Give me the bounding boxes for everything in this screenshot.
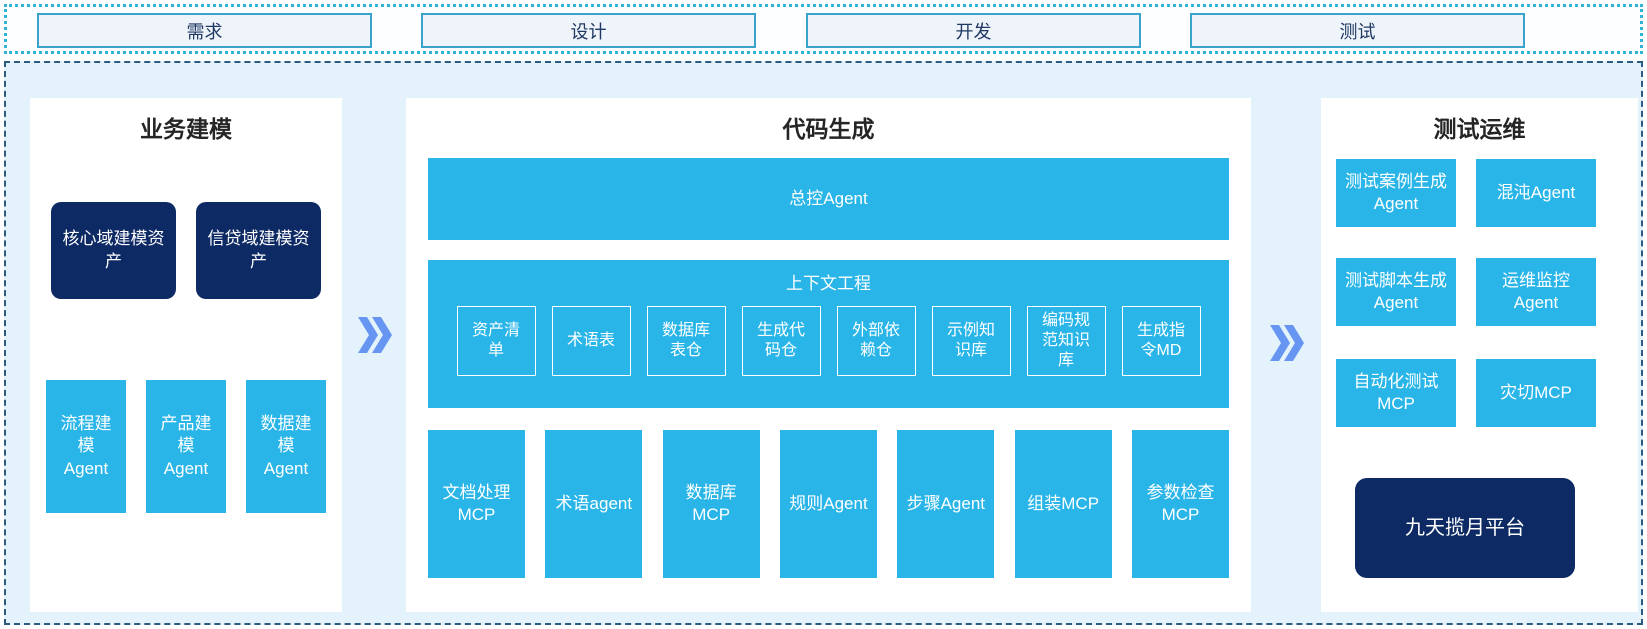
tool-terminology-agent: 术语agent <box>545 430 643 578</box>
ctx-item-glossary: 术语表 <box>551 306 631 376</box>
ctx-item-db-table-repo: 数据库表仓 <box>646 306 726 376</box>
asset-box-credit-domain: 信贷域建模资产 <box>196 202 321 299</box>
ctx-item-coding-standards: 编码规范知识库 <box>1026 306 1106 376</box>
testops-box-ops-monitoring-agent: 运维监控Agent <box>1476 258 1596 326</box>
context-engineering-items: 资产清单 术语表 数据库表仓 生成代码仓 外部依赖仓 示例知识库 编码规范知识库… <box>428 306 1229 376</box>
ctx-item-gen-instruction-md: 生成指令MD <box>1121 306 1201 376</box>
panel-test-ops: 测试运维 测试案例生成Agent 混沌Agent 测试脚本生成Agent 运维监… <box>1321 98 1638 612</box>
code-generation-title: 代码生成 <box>782 116 875 142</box>
tool-database-mcp: 数据库MCP <box>662 430 760 578</box>
agent-box-process-modeling: 流程建模Agent <box>46 380 126 513</box>
main-container: 业务建模 核心域建模资产 信贷域建模资产 流程建模Agent 产品建模Agent… <box>4 61 1643 625</box>
double-chevron-right-icon <box>1270 325 1304 361</box>
ctx-item-gen-code-repo: 生成代码仓 <box>741 306 821 376</box>
phase-design: 设计 <box>421 13 756 48</box>
business-modeling-title: 业务建模 <box>140 116 232 142</box>
phase-testing: 测试 <box>1190 13 1525 48</box>
ctx-item-ext-dependency: 外部依赖仓 <box>836 306 916 376</box>
agent-box-product-modeling: 产品建模Agent <box>146 380 226 513</box>
ctx-item-asset-list: 资产清单 <box>456 306 536 376</box>
ctx-item-example-kb: 示例知识库 <box>931 306 1011 376</box>
phase-requirements: 需求 <box>37 13 372 48</box>
testops-box-test-case-gen-agent: 测试案例生成Agent <box>1336 159 1456 227</box>
testops-box-auto-test-mcp: 自动化测试MCP <box>1336 359 1456 427</box>
panel-code-generation: 代码生成 总控Agent 上下文工程 资产清单 术语表 数据库表仓 生成代码仓 … <box>406 98 1251 612</box>
phase-development: 开发 <box>806 13 1141 48</box>
testops-box-chaos-agent: 混沌Agent <box>1476 159 1596 227</box>
testops-box-disaster-switch-mcp: 灾切MCP <box>1476 359 1596 427</box>
context-engineering-box: 上下文工程 资产清单 术语表 数据库表仓 生成代码仓 外部依赖仓 示例知识库 编… <box>428 260 1229 408</box>
tool-rule-agent: 规则Agent <box>779 430 877 578</box>
testops-box-test-script-gen-agent: 测试脚本生成Agent <box>1336 258 1456 326</box>
tool-param-check-mcp: 参数检查MCP <box>1131 430 1229 578</box>
agent-box-data-modeling: 数据建模Agent <box>246 380 326 513</box>
platform-box: 九天揽月平台 <box>1355 478 1575 578</box>
context-engineering-title: 上下文工程 <box>786 274 871 293</box>
asset-box-core-domain: 核心域建模资产 <box>51 202 176 299</box>
tool-row: 文档处理MCP 术语agent 数据库MCP 规则Agent 步骤Agent 组… <box>428 430 1229 578</box>
double-chevron-right-icon <box>358 317 392 353</box>
master-agent-bar: 总控Agent <box>428 158 1229 240</box>
panel-business-modeling: 业务建模 核心域建模资产 信贷域建模资产 流程建模Agent 产品建模Agent… <box>30 98 342 612</box>
tool-step-agent: 步骤Agent <box>897 430 995 578</box>
test-ops-title: 测试运维 <box>1433 116 1526 142</box>
phase-strip: 需求 设计 开发 测试 <box>4 4 1643 54</box>
tool-assembly-mcp: 组装MCP <box>1014 430 1112 578</box>
tool-doc-processing-mcp: 文档处理MCP <box>428 430 525 578</box>
